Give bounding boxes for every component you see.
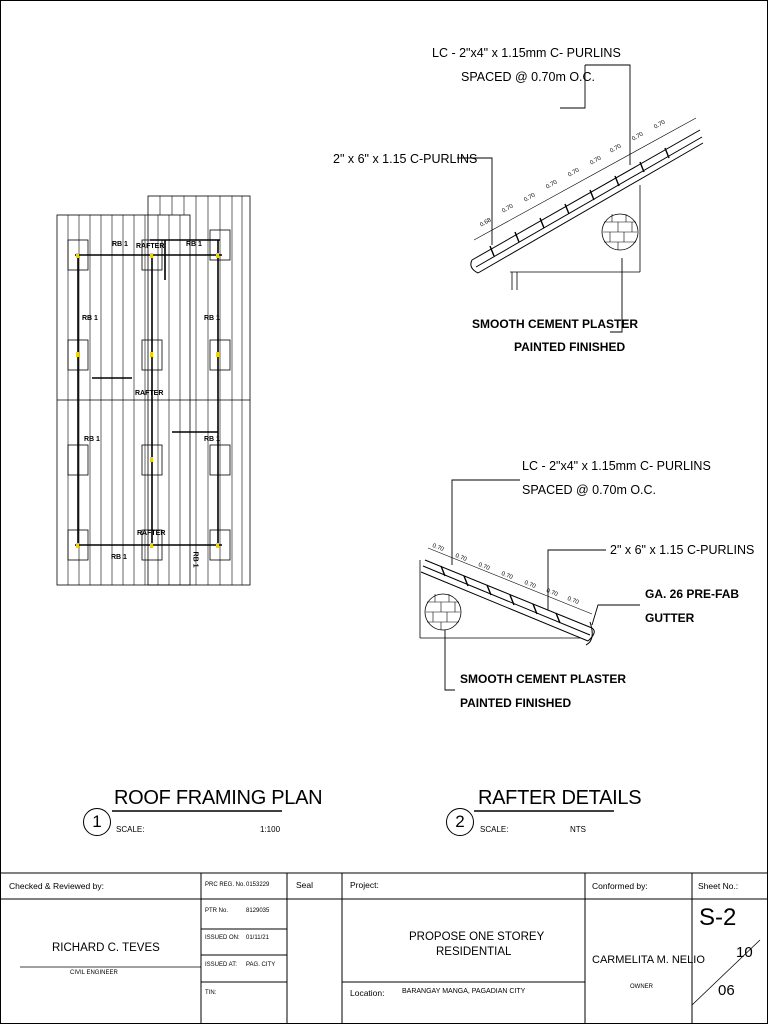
issued-on-value: 01/11/21 — [246, 935, 269, 941]
roof-plan-number-bubble: 1 — [83, 808, 111, 836]
top-c-purlin-note: 2" x 6" x 1.15 C-PURLINS — [333, 152, 478, 166]
sheet-number: 06 — [718, 982, 735, 999]
top-spacing-note: SPACED @ 0.70m O.C. — [461, 70, 596, 84]
owner-name: CARMELITA M. NELIO — [592, 954, 705, 966]
rafter-number-bubble: 2 — [446, 808, 474, 836]
label-rb1: RB 1 — [204, 436, 220, 443]
roof-posts — [67, 229, 231, 561]
label-rb1: RB 1 — [191, 551, 199, 568]
checked-by-label: Checked & Reviewed by: — [9, 881, 104, 891]
roof-beams — [75, 239, 222, 546]
project-name-line1: PROPOSE ONE STOREY — [409, 931, 545, 943]
engineer-role: CIVIL ENGINEER — [70, 970, 118, 976]
roof-framing-plan-drawing — [56, 195, 251, 586]
top-lc-purlin-note: LC - 2"x4" x 1.15mm C- PURLINS — [432, 46, 621, 60]
bottom-leaders — [444, 479, 640, 691]
gutter-note-1: GA. 26 PRE-FAB — [645, 587, 740, 601]
roof-ribs-left — [67, 215, 181, 585]
roof-ribs-right — [159, 196, 243, 585]
top-finish-note-1: SMOOTH CEMENT PLASTER — [472, 317, 639, 331]
sheet-no-label: Sheet No.: — [698, 881, 739, 891]
label-rafter: RAFTER — [136, 243, 165, 250]
prc-label: PRC REG. No. — [205, 882, 246, 888]
roof-outline-right — [147, 195, 251, 586]
label-rafter: RAFTER — [135, 390, 164, 397]
ptr-value: 8129035 — [246, 908, 270, 914]
post-markers — [76, 253, 219, 548]
roof-plan-title: ROOF FRAMING PLAN — [114, 787, 323, 809]
label-rb1: RB 1 — [186, 241, 202, 248]
prc-value: 0153229 — [246, 882, 270, 888]
project-name-line2: RESIDENTIAL — [436, 946, 512, 958]
issued-on-label: ISSUED ON: — [205, 935, 240, 941]
rafter-scale-value: NTS — [570, 825, 586, 834]
ptr-label: PTR No. — [205, 908, 229, 914]
label-rb1: RB 1 — [204, 315, 220, 322]
label-rb1: RB 1 — [82, 315, 98, 322]
rafter-scale-label: SCALE: — [480, 825, 509, 834]
bottom-finish-note-1: SMOOTH CEMENT PLASTER — [460, 672, 627, 686]
rafter-details-title: RAFTER DETAILS — [478, 787, 642, 809]
owner-role: OWNER — [630, 984, 653, 990]
rafter-detail-bottom-drawing — [419, 479, 640, 691]
sheet-id: S-2 — [699, 904, 737, 931]
issued-at-label: ISSUED AT: — [205, 962, 237, 968]
bottom-c-purlin-note: 2" x 6" x 1.15 C-PURLINS — [610, 543, 755, 557]
roof-plan-scale-label: SCALE: — [116, 825, 145, 834]
issued-at-value: PAG. CITY — [246, 962, 276, 968]
label-rb1: RB 1 — [84, 436, 100, 443]
tin-label: TIN: — [205, 990, 217, 996]
engineer-name: RICHARD C. TEVES — [52, 942, 160, 954]
bottom-finish-note-2: PAINTED FINISHED — [460, 696, 572, 710]
bottom-spacing-note: SPACED @ 0.70m O.C. — [522, 483, 657, 497]
top-leaders — [457, 64, 631, 333]
label-rb1: RB 1 — [112, 241, 128, 248]
bottom-lc-purlin-note: LC - 2"x4" x 1.15mm C- PURLINS — [522, 459, 711, 473]
label-rafter: RAFTER — [137, 530, 166, 537]
label-rb1: RB 1 — [111, 554, 127, 561]
top-masonry-section — [601, 213, 639, 251]
bottom-masonry-section — [424, 593, 462, 631]
seal-label: Seal — [296, 880, 314, 890]
gutter-note-2: GUTTER — [645, 611, 695, 625]
top-purlin-ticks — [489, 147, 670, 257]
location-label: Location: — [350, 988, 385, 998]
title-block-grid — [0, 872, 768, 1024]
sheet-total: 10 — [736, 944, 753, 961]
location-value: BARANGAY MANGA, PAGADIAN CITY — [402, 988, 526, 995]
project-label: Project: — [350, 880, 379, 890]
top-finish-note-2: PAINTED FINISHED — [514, 340, 626, 354]
roof-plan-scale-value: 1:100 — [260, 825, 281, 834]
conformed-by-label: Conformed by: — [592, 881, 648, 891]
bottom-purlin-ticks — [440, 565, 561, 624]
rafter-detail-top-drawing — [457, 64, 704, 333]
